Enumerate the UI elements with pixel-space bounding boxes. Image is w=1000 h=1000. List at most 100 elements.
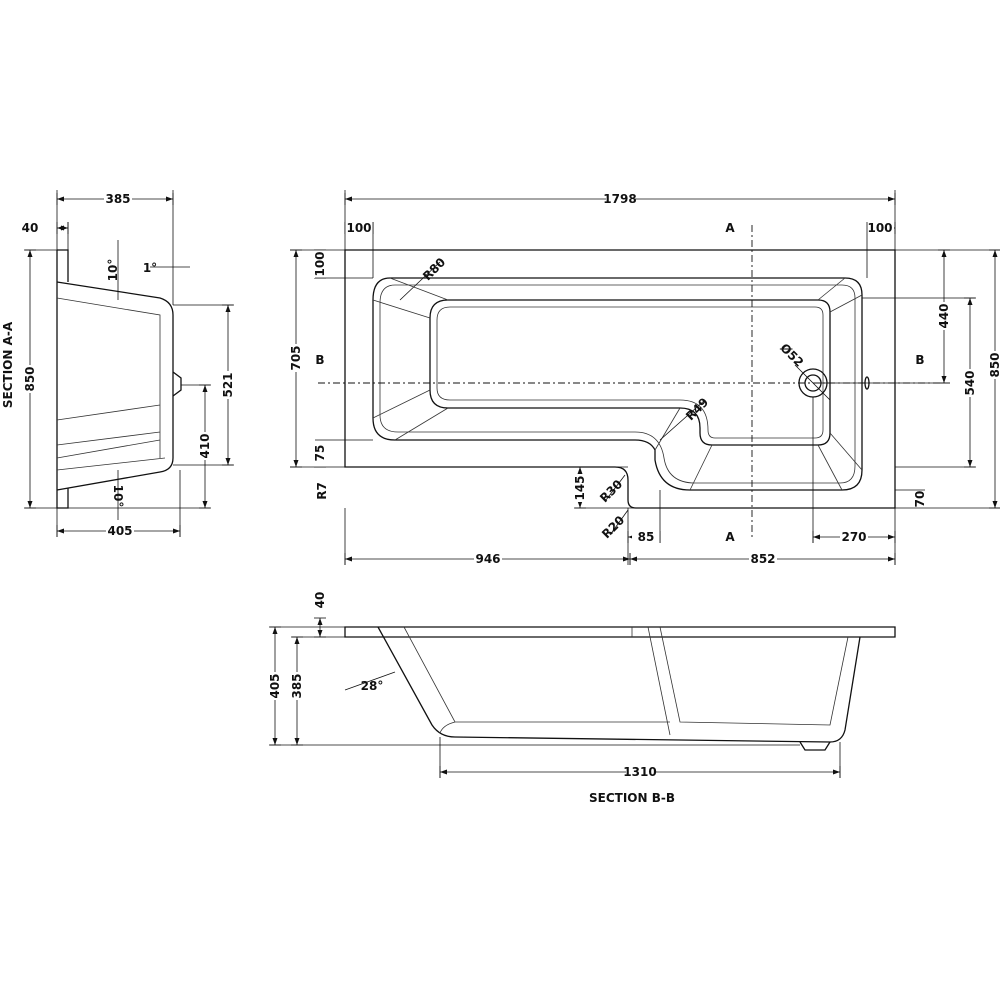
dimension-label: 540 — [963, 370, 977, 395]
section-aa-view — [56, 249, 182, 509]
dimension-arrowhead — [225, 305, 231, 312]
dim-aa-rim: 40 — [22, 221, 69, 235]
corner-radius-label: R7 — [315, 482, 329, 500]
dimension-arrowhead — [941, 250, 947, 257]
dimension-arrowhead — [440, 769, 447, 775]
dimension-arrowhead — [202, 501, 208, 508]
dimension-arrowhead — [27, 250, 33, 257]
dim-aa-depth-bottom: 405 — [56, 523, 181, 539]
dimension-arrowhead — [967, 460, 973, 467]
dim-right-length: 852 — [629, 551, 896, 567]
extension-lines — [25, 190, 1000, 778]
dimension-arrowhead — [61, 225, 68, 231]
dimension-arrowhead — [577, 501, 583, 508]
dimension-arrowhead — [577, 467, 583, 474]
dimension-arrowhead — [941, 376, 947, 383]
dimension-arrowhead — [345, 556, 352, 562]
plan-outer-outline — [344, 249, 896, 509]
section-bb-rim — [344, 626, 896, 638]
section-bb-bowl — [377, 626, 861, 743]
dimension-arrowhead — [833, 769, 840, 775]
dimension-arrowhead — [992, 250, 998, 257]
section-a-label-top: A — [725, 221, 735, 235]
dimension-arrowhead — [202, 385, 208, 392]
dimension-arrowhead — [57, 528, 64, 534]
dimension-arrowhead — [272, 627, 278, 634]
radius-r30-label: R30 — [597, 477, 625, 505]
dimension-label: 1798 — [603, 192, 636, 206]
radius-r80-label: R80 — [420, 255, 448, 283]
dimension-label: 100 — [346, 221, 371, 235]
dimension-arrowhead — [630, 556, 637, 562]
dimension-label: 405 — [107, 524, 132, 538]
dimension-arrowhead — [166, 196, 173, 202]
dim-height-right-upper: 440 — [936, 249, 952, 384]
dimension-arrowhead — [813, 534, 820, 540]
dimension-label: 40 — [313, 592, 327, 609]
section-bb-waste — [799, 741, 831, 751]
dimension-arrowhead — [27, 501, 33, 508]
waste-diameter-label: Ø52 — [777, 341, 806, 370]
aa-angle-top-label: 10° — [106, 259, 120, 282]
dimension-arrowhead — [173, 528, 180, 534]
dimension-label: 385 — [290, 673, 304, 698]
dimension-label: 100 — [867, 221, 892, 235]
dimension-arrowhead — [294, 637, 300, 644]
dimension-arrowhead — [992, 501, 998, 508]
dimension-arrowhead — [888, 196, 895, 202]
dim-bb-rim: 40 — [313, 592, 327, 638]
dimension-label: 145 — [573, 475, 587, 500]
dim-waste-offset: 270 — [812, 529, 896, 545]
plan-view — [318, 225, 940, 540]
section-aa-bowl — [56, 281, 174, 491]
section-aa-bowl-inner — [56, 297, 166, 471]
dimension-label: 70 — [913, 491, 927, 508]
bb-angle-label: 28° — [361, 679, 384, 693]
plan-floor-outline — [429, 299, 831, 446]
section-aa-waste-bump — [172, 371, 182, 397]
dimension-arrowhead — [57, 196, 64, 202]
dimension-label: 705 — [289, 345, 303, 370]
dimension-label: 850 — [988, 352, 1000, 377]
dimension-label: 40 — [22, 221, 39, 235]
section-b-label-left: B — [315, 353, 324, 367]
dim-rim-bottom-right: 70 — [912, 485, 928, 513]
aa-angle-side-label: 1° — [143, 261, 157, 275]
plan-corner-chamfers — [372, 277, 863, 491]
dim-aa-width: 850 — [22, 249, 38, 509]
dim-left-length: 946 — [344, 551, 631, 567]
dimension-label: 1310 — [623, 765, 656, 779]
dim-step-offset: 85 — [627, 529, 661, 545]
section-bb-view — [344, 626, 896, 751]
dim-step-depth: 145 — [572, 466, 588, 509]
dim-bb-inner-depth: 385 — [289, 636, 305, 746]
dim-bb-overall-depth: 405 — [267, 626, 283, 746]
dim-overall-length: 1798 — [344, 191, 896, 207]
dim-rim-bottom-left: 75 — [312, 439, 328, 468]
dimension-label: 405 — [268, 673, 282, 698]
dimension-label: 270 — [841, 530, 866, 544]
dimension-label: 521 — [221, 372, 235, 397]
plan-floor-inner — [436, 306, 824, 439]
dimension-label: 85 — [638, 530, 655, 544]
dimension-label: 410 — [198, 433, 212, 458]
plan-basin-inner-rim — [379, 284, 856, 484]
dimension-arrowhead — [623, 556, 630, 562]
dimension-arrowhead — [225, 458, 231, 465]
dim-aa-floor-length: 521 — [220, 304, 236, 466]
dim-rim-top-left: 100 — [312, 249, 328, 279]
dimension-arrowhead — [317, 618, 323, 625]
dimension-label: 852 — [750, 552, 775, 566]
plan-basin-outline — [372, 277, 863, 491]
dimension-arrowhead — [888, 534, 895, 540]
dimension-arrowhead — [294, 738, 300, 745]
dim-bb-floor-length: 1310 — [439, 764, 841, 780]
dimension-label: 440 — [937, 303, 951, 328]
dimension-label: 946 — [475, 552, 500, 566]
section-bb-bowl-inner — [403, 626, 849, 736]
dimension-label: 385 — [105, 192, 130, 206]
dimension-arrowhead — [888, 556, 895, 562]
section-b-label-right: B — [915, 353, 924, 367]
dim-basin-height-right: 540 — [962, 297, 978, 468]
